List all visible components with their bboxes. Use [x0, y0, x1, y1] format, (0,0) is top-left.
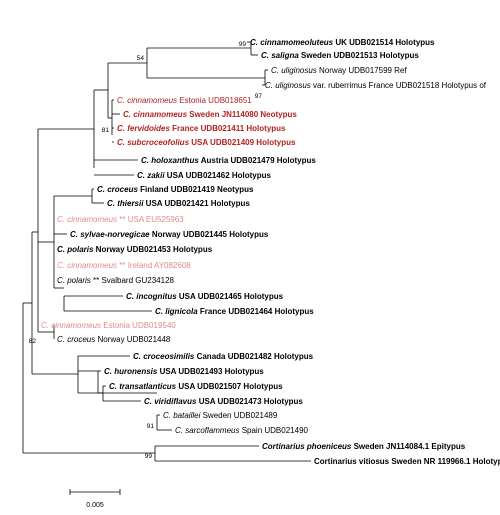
- support-value: 99: [145, 453, 153, 460]
- specimen-info: var. ruberrimus France UDB021518 Holotyp…: [311, 81, 487, 90]
- taxon-label: C. incognitus USA UDB021465 Holotypus: [126, 292, 284, 301]
- specimen-info: USA UDB021473 Holotypus: [196, 397, 303, 406]
- support-value: 99: [239, 41, 247, 48]
- specimen-info: Estonia UDB019540: [101, 321, 176, 330]
- species-name: C. fervidoides: [117, 124, 170, 133]
- support-values: 99 54 97 81 82 91 99: [29, 41, 263, 460]
- specimen-info: USA UDB021421 Holotypus: [143, 199, 250, 208]
- specimen-info: UK UDB021514 Holotypus: [333, 38, 435, 47]
- species-name: C. transatlanticus: [109, 382, 177, 391]
- taxon-label: C. sylvae-norvegicae Norway UDB021445 Ho…: [70, 230, 269, 239]
- support-value: 81: [102, 127, 110, 134]
- species-name: C. huronensis: [104, 367, 158, 376]
- taxon-label: C. huronensis USA UDB021493 Holotypus: [104, 367, 264, 376]
- taxon-label: Cortinarius vitiosus Sweden NR 119966.1 …: [314, 457, 500, 466]
- taxon-label: C. lignicola France UDB021464 Holotypus: [155, 307, 314, 316]
- taxon-label: C. polaris Norway UDB021453 Holotypus: [57, 245, 213, 254]
- taxon-label: C. cinnamomeus Estonia UDB019540: [41, 321, 176, 330]
- taxon-label: C. croceosimilis Canada UDB021482 Holoty…: [133, 352, 314, 361]
- taxon-label: C. bataillei Sweden UDB021489: [163, 411, 278, 420]
- taxon-label: C. zakii USA UDB021462 Holotypus: [137, 171, 272, 180]
- specimen-info: France UDB021411 Holotypus: [170, 124, 286, 133]
- support-value: 97: [255, 93, 263, 100]
- taxon-label: C. croceus Finland UDB021419 Neotypus: [97, 185, 254, 194]
- taxon-label: C. polaris ** Svalbard GU234128: [57, 276, 175, 285]
- specimen-info: Spain UDB021490: [239, 426, 308, 435]
- specimen-info: Canada UDB021482 Holotypus: [194, 352, 313, 361]
- specimen-info: ** Svalbard GU234128: [91, 276, 175, 285]
- taxon-label: C. subcroceofolius USA UDB021409 Holotyp…: [117, 138, 296, 147]
- specimen-info: Cortinarius vitiosus Sweden NR 119966.1 …: [314, 457, 500, 466]
- taxon-label: C. uliginosus Norway UDB017599 Ref: [271, 66, 407, 75]
- specimen-info: France UDB021464 Holotypus: [198, 307, 315, 316]
- specimen-info: Finland UDB021419 Neotypus: [138, 185, 254, 194]
- species-name: C. cinnamomeus: [57, 261, 117, 270]
- taxon-label: C. cinnamomeus ** USA EU525963: [57, 215, 184, 224]
- species-name: Cortinarius phoeniceus: [262, 442, 352, 451]
- support-value: 91: [147, 423, 155, 430]
- taxon-label: C. cinnamomeus ** Ireland AY082608: [57, 261, 191, 270]
- specimen-info: USA UDB021493 Holotypus: [157, 367, 264, 376]
- specimen-info: Sweden UDB021489: [200, 411, 277, 420]
- taxon-label: C. transatlanticus USA UDB021507 Holotyp…: [109, 382, 283, 391]
- taxon-label: C. cinnamomeus Estonia UDB018651: [117, 96, 252, 105]
- taxon-label: C. cinnamomeoluteus UK UDB021514 Holotyp…: [250, 38, 435, 47]
- species-name: C. cinnamomeus: [41, 321, 101, 330]
- specimen-info: Estonia UDB018651: [177, 96, 252, 105]
- species-name: C. cinnamomeus: [57, 215, 117, 224]
- taxon-label: C. saligna Sweden UDB021513 Holotypus: [261, 51, 419, 60]
- specimen-info: Norway UDB021453 Holotypus: [93, 245, 212, 254]
- species-name: C. zakii: [137, 171, 165, 180]
- species-name: C. incognitus: [126, 292, 177, 301]
- specimen-info: Sweden UDB021513 Holotypus: [299, 51, 420, 60]
- specimen-info: USA UDB021465 Holotypus: [177, 292, 284, 301]
- species-name: C. lignicola: [155, 307, 198, 316]
- taxon-label: C. viridiflavus USA UDB021473 Holotypus: [144, 397, 303, 406]
- species-name: C. croceosimilis: [133, 352, 195, 361]
- species-name: C. holoxanthus: [141, 156, 199, 165]
- taxon-label: C. cinnamomeus Sweden JN114080 Neotypus: [123, 110, 297, 119]
- species-name: C. uliginosus: [271, 66, 317, 75]
- species-name: C. thiersii: [107, 199, 144, 208]
- species-name: C. saligna: [261, 51, 299, 60]
- taxon-label: C. fervidoides France UDB021411 Holotypu…: [117, 124, 286, 133]
- taxon-label: C. croceus Norway UDB021448: [57, 335, 171, 344]
- specimen-info: ** Ireland AY082608: [117, 261, 191, 270]
- species-name: C. polaris: [57, 245, 94, 254]
- species-name: C. uliginosus: [265, 81, 311, 90]
- specimen-info: USA UDB021409 Holotypus: [189, 138, 296, 147]
- species-name: C. croceus: [97, 185, 138, 194]
- taxon-label: Cortinarius phoeniceus Sweden JN114084.1…: [262, 442, 466, 451]
- taxon-label: C. sarcoflammeus Spain UDB021490: [175, 426, 309, 435]
- specimen-info: USA UDB021462 Holotypus: [165, 171, 272, 180]
- taxon-label: C. uliginosus var. ruberrimus France UDB…: [265, 81, 487, 90]
- specimen-info: Norway UDB017599 Ref: [317, 66, 408, 75]
- specimen-info: ** USA EU525963: [117, 215, 184, 224]
- support-value: 82: [29, 338, 37, 345]
- specimen-info: Norway UDB021448: [95, 335, 171, 344]
- species-name: C. cinnamomeus: [123, 110, 188, 119]
- species-name: C. cinnamomeus: [117, 96, 177, 105]
- specimen-info: USA UDB021507 Holotypus: [176, 382, 283, 391]
- species-name: C. sarcoflammeus: [175, 426, 239, 435]
- taxon-label: C. holoxanthus Austria UDB021479 Holotyp…: [141, 156, 316, 165]
- specimen-info: Sweden JN114080 Neotypus: [187, 110, 297, 119]
- support-value: 54: [137, 55, 145, 62]
- taxon-label: C. thiersii USA UDB021421 Holotypus: [107, 199, 250, 208]
- tree-branches: [22, 41, 311, 462]
- scale-bar-label: 0.005: [86, 502, 104, 509]
- species-name: C. polaris: [57, 276, 91, 285]
- species-name: C. viridiflavus: [144, 397, 197, 406]
- species-name: C. sylvae-norvegicae: [70, 230, 150, 239]
- species-name: C. subcroceofolius: [117, 138, 190, 147]
- specimen-info: Norway UDB021445 Holotypus: [150, 230, 269, 239]
- specimen-info: Sweden JN114084.1 Epitypus: [351, 442, 465, 451]
- species-name: C. cinnamomeoluteus: [250, 38, 334, 47]
- specimen-info: Austria UDB021479 Holotypus: [199, 156, 317, 165]
- scale-bar: 0.005: [69, 489, 121, 509]
- species-name: C. croceus: [57, 335, 95, 344]
- tip-labels: C. cinnamomeoluteus UK UDB021514 Holotyp…: [41, 38, 500, 466]
- species-name: C. bataillei: [163, 411, 201, 420]
